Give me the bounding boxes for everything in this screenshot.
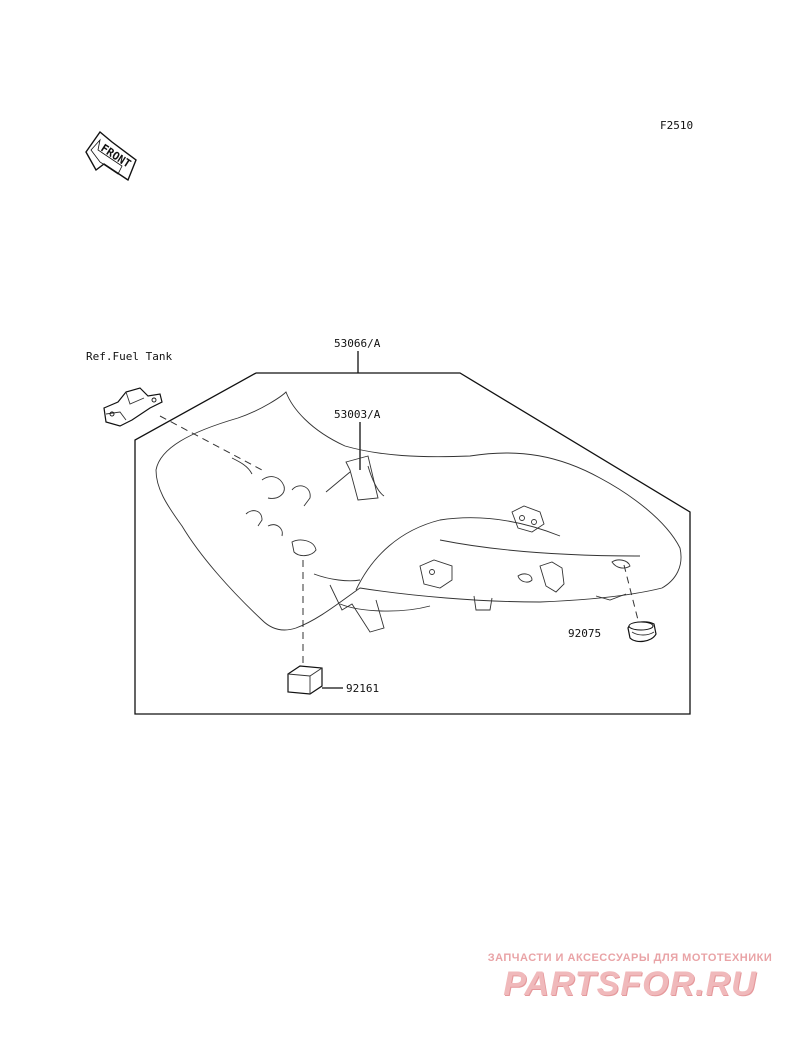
label-seat-cover: 53003/A bbox=[334, 408, 381, 421]
leader-damper-dashed bbox=[623, 564, 639, 621]
label-damper: 92075 bbox=[568, 627, 601, 640]
fuel-tank-bracket-icon bbox=[103, 387, 163, 427]
seat-illustration bbox=[155, 391, 682, 633]
leader-fuel-tank-dashed bbox=[159, 415, 263, 471]
pad-icon bbox=[287, 665, 323, 695]
label-seat-assembly: 53066/A bbox=[334, 337, 381, 350]
front-arrow-icon: FRONT bbox=[85, 130, 137, 182]
diagram-code: F2510 bbox=[660, 119, 693, 132]
assembly-frame bbox=[134, 372, 691, 715]
label-pad: 92161 bbox=[346, 682, 379, 695]
damper-icon bbox=[627, 621, 657, 643]
label-ref-fuel-tank: Ref.Fuel Tank bbox=[86, 350, 172, 363]
